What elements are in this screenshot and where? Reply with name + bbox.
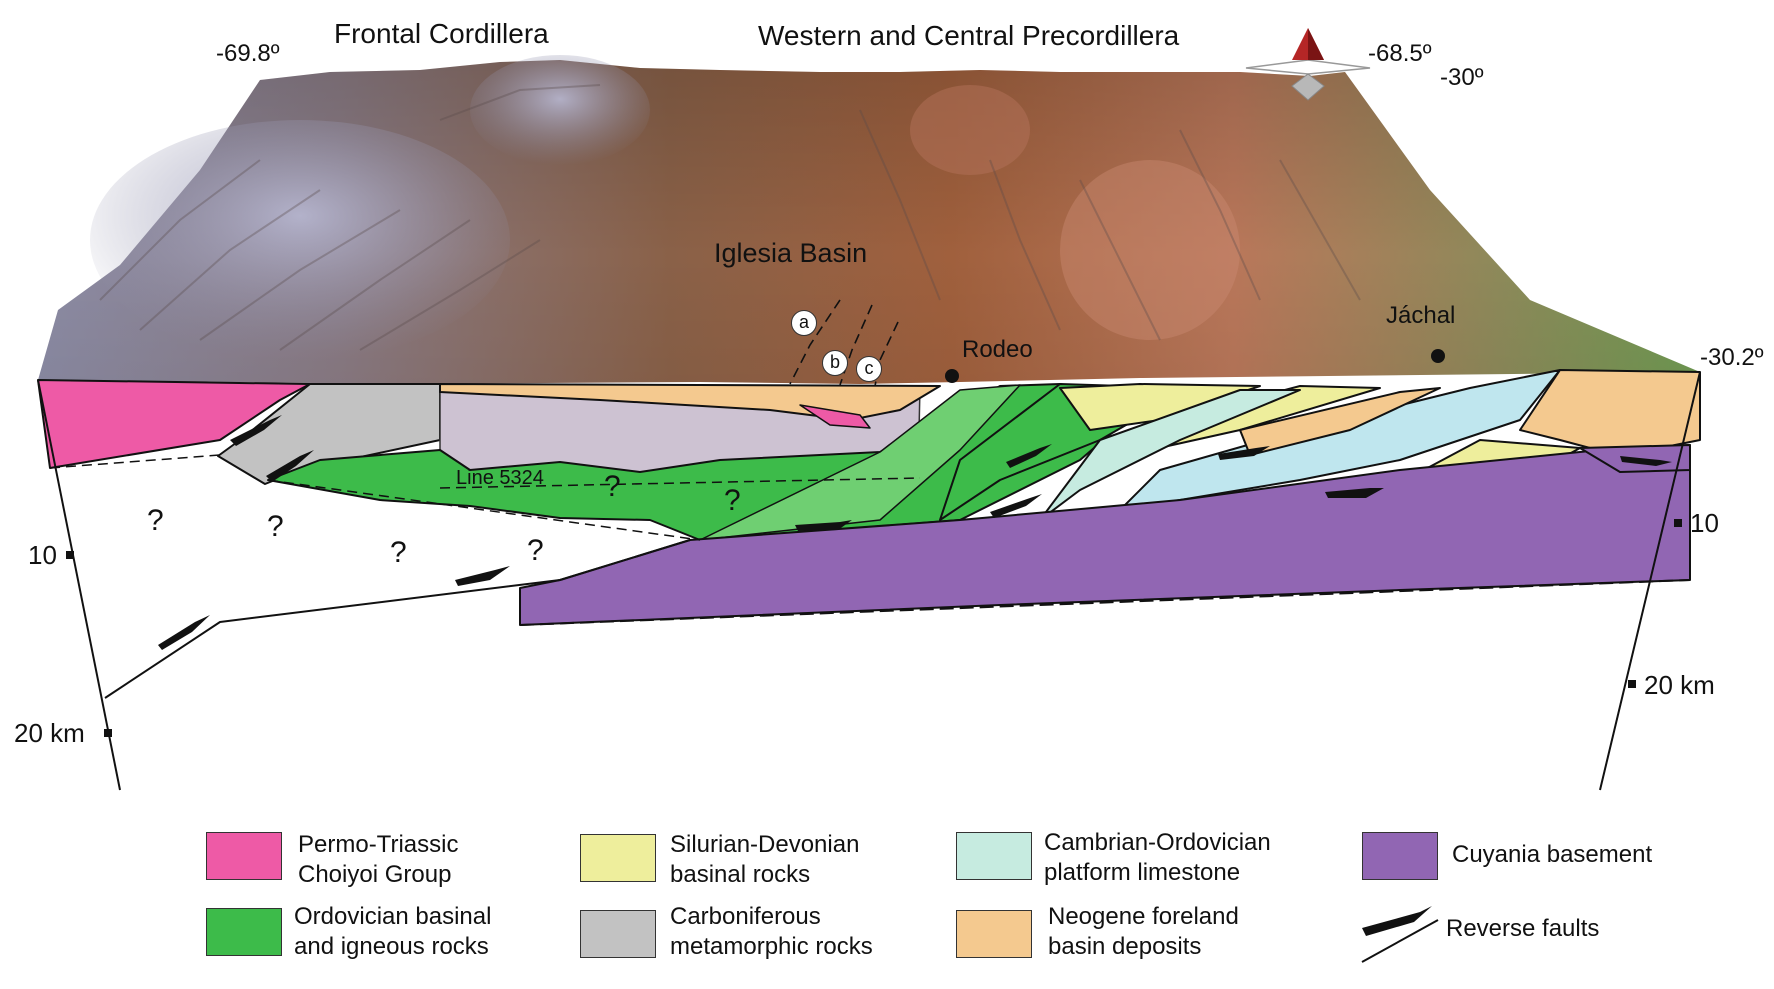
right-depth-20-label: 20 km bbox=[1644, 670, 1715, 700]
right-depth-10-label: 10 bbox=[1690, 508, 1719, 538]
left-depth-10-label: 10 bbox=[28, 540, 57, 570]
unit-choiyoi-basin bbox=[799, 404, 871, 429]
rodeo-town-dot bbox=[945, 369, 959, 383]
legend-swatch-cambrian bbox=[956, 832, 1032, 880]
reverse-fault-arrows bbox=[158, 415, 1672, 650]
west-longitude-label: -69.8º bbox=[216, 40, 280, 67]
north-arrow-compass bbox=[1245, 28, 1371, 101]
legend-swatch-carboniferous bbox=[580, 910, 656, 958]
unknown-mark: ? bbox=[390, 536, 407, 569]
legend-swatch-neogene bbox=[956, 910, 1032, 958]
legend-swatch-cuyania bbox=[1362, 832, 1438, 880]
unknown-mark: ? bbox=[267, 510, 284, 543]
legend-swatch-choiyoi bbox=[206, 832, 282, 880]
iglesia-basin-label: Iglesia Basin bbox=[714, 238, 868, 268]
north-latitude-label: -30º bbox=[1440, 64, 1484, 91]
legend-item-reverse-faults: Reverse faults bbox=[1446, 915, 1600, 942]
south-latitude-label: -30.2º bbox=[1700, 344, 1764, 371]
unknown-mark: ? bbox=[147, 504, 164, 537]
terrain-ridges bbox=[99, 84, 1361, 351]
rodeo-label: Rodeo bbox=[962, 336, 1033, 363]
left-depth-20-label: 20 km bbox=[14, 718, 85, 748]
fault-c-marker: c bbox=[856, 356, 882, 382]
legend-reverse-fault-symbol bbox=[1361, 906, 1439, 963]
surface-fault-traces bbox=[789, 299, 899, 387]
jachal-town-dot bbox=[1431, 349, 1445, 363]
legend-item-cuyania: Cuyania basement bbox=[1452, 841, 1653, 868]
jachal-label: Jáchal bbox=[1386, 302, 1456, 329]
seismic-line-label: Line 5324 bbox=[456, 467, 544, 489]
unit-choiyoi-pink bbox=[37, 379, 311, 469]
fault-a-marker: a bbox=[791, 310, 817, 336]
terrain-surface bbox=[38, 55, 1700, 384]
unknown-mark: ? bbox=[527, 534, 544, 567]
depth-ticks bbox=[66, 519, 1682, 737]
legend-swatch-ordovician bbox=[206, 908, 282, 956]
east-longitude-label: -68.5º bbox=[1368, 40, 1432, 67]
cross-section bbox=[37, 369, 1701, 791]
unknown-mark: ? bbox=[604, 470, 621, 503]
frontal-cordillera-label: Frontal Cordillera bbox=[334, 18, 549, 49]
precordillera-label: Western and Central Precordillera bbox=[758, 20, 1180, 51]
fault-b-marker: b bbox=[822, 350, 848, 376]
legend-swatch-silurian bbox=[580, 834, 656, 882]
unknown-mark: ? bbox=[724, 484, 741, 517]
